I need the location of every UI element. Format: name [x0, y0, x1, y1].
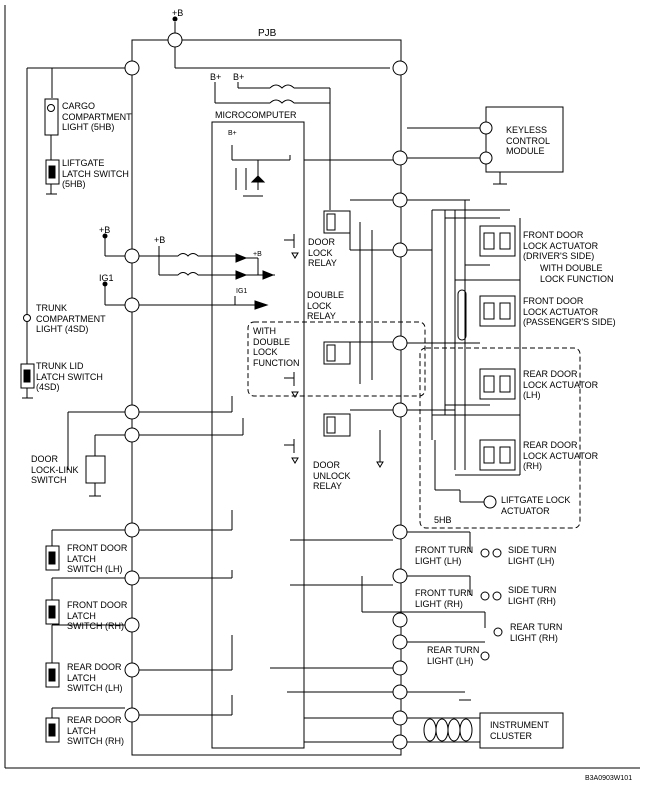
actuator-front-driver	[479, 225, 516, 257]
gnd-double	[291, 391, 299, 398]
side-turn-lh-label: SIDE TURN LIGHT (LH)	[508, 545, 557, 566]
keyless-connector-1	[479, 121, 493, 135]
gnd-relay	[376, 461, 384, 468]
bplus-label-2: B+	[233, 72, 245, 82]
front-actuator-passenger-label: FRONT DOOR LOCK ACTUATOR (PASSENGER'S SI…	[523, 296, 616, 327]
turn-bulbs	[480, 548, 503, 661]
rear-turn-lh-label: REAR TURN LIGHT (LH)	[427, 645, 480, 666]
pjb-right-connectors	[392, 60, 408, 750]
arrow-2	[254, 300, 269, 310]
keyless-module-box	[485, 106, 564, 173]
front-latch-rh-label: FRONT DOOR LATCH SWITCH (RH)	[67, 600, 128, 631]
rear-actuator-rh-label: REAR DOOR LOCK ACTUATOR (RH)	[523, 440, 599, 471]
double-lock-pill	[457, 289, 467, 341]
rear-actuator-lh-label: REAR DOOR LOCK ACTUATOR (LH)	[523, 369, 599, 400]
trunk-lid-label: TRUNK LID LATCH SWITCH (4SD)	[36, 361, 103, 392]
door-lock-relay-coil	[326, 213, 336, 231]
gnd-lock	[291, 252, 299, 259]
diode-2	[235, 270, 248, 280]
liftgate-actuator-label: LIFTGATE LOCK ACTUATOR	[501, 495, 571, 516]
ig1-inner-label: IG1	[236, 288, 248, 295]
double-lock-frame	[247, 321, 426, 397]
top-supply-label: +B	[172, 8, 184, 18]
liftgate-latch-label: LIFTGATE LATCH SWITCH (5HB)	[62, 158, 129, 189]
door-unlock-relay-label: DOOR UNLOCK RELAY	[313, 460, 351, 491]
door-lock-relay-label: DOOR LOCK RELAY	[308, 237, 337, 268]
liftgate-latch-contact	[48, 165, 56, 179]
pullups-mid	[139, 396, 244, 436]
diagram-code: B3A0903W101	[585, 775, 633, 782]
cargo-light-label: CARGO COMPARTMENT LIGHT (5HB)	[62, 101, 132, 132]
plus-b-label: +B	[99, 225, 111, 235]
gnd-unlock	[291, 457, 299, 464]
front-actuator-driver-label: FRONT DOOR LOCK ACTUATOR (DRIVER'S SIDE)	[523, 230, 599, 261]
plus-b-inner-label: +B	[154, 235, 166, 245]
liftgate-motor	[483, 495, 497, 509]
pullups-low	[139, 510, 233, 716]
fuse-bplus-1	[269, 99, 295, 104]
door-lock-relay-box	[323, 210, 351, 234]
rear-latch-rh-label: REAR DOOR LATCH SWITCH (RH)	[67, 715, 124, 746]
actuator-front-passenger	[479, 295, 516, 327]
fhb-tag: 5HB	[434, 515, 452, 525]
microcomputer-title: MICROCOMPUTER	[215, 110, 297, 120]
pjb-connector-top	[167, 32, 183, 48]
front-turn-lh-label: FRONT TURN LIGHT (LH)	[415, 545, 474, 566]
actuator-rear-rh	[479, 439, 516, 471]
double-lock-function-label: WITH DOUBLE LOCK FUNCTION	[540, 263, 614, 284]
link-switch-body	[85, 455, 106, 484]
bplus-label-3: B+	[228, 130, 237, 137]
bplus-label-1: B+	[210, 72, 222, 82]
top-supply-terminal	[172, 16, 178, 22]
cargo-light-bulb	[47, 104, 55, 112]
door-unlock-relay-box	[323, 413, 351, 437]
rear-latch-lh-label: REAR DOOR LATCH SWITCH (LH)	[67, 662, 123, 693]
double-lock-relay-box	[323, 341, 351, 365]
with-double-lock-label: WITH DOUBLE LOCK FUNCTION	[253, 326, 300, 368]
latch-contacts	[48, 551, 56, 737]
arrow-1	[262, 270, 275, 280]
fuse-ig1	[177, 272, 199, 276]
pjb-label: PJB	[258, 28, 277, 39]
trunk-lid-latch-contact	[23, 369, 31, 383]
keyless-connector-2	[479, 151, 493, 165]
mc-zener	[250, 175, 266, 183]
door-unlock-relay-coil	[326, 416, 336, 434]
instrument-cluster-label: INSTRUMENT CLUSTER	[490, 720, 549, 741]
pjb-box	[131, 39, 402, 756]
trunk-light-bulb	[23, 314, 31, 322]
ig1-label: IG1	[99, 273, 114, 283]
side-turn-rh-label: SIDE TURN LIGHT (RH)	[508, 585, 557, 606]
actuator-rear-lh	[479, 368, 516, 400]
double-lock-relay-label: DOUBLE LOCK RELAY	[307, 290, 345, 321]
fuse-bplus-2	[269, 84, 295, 89]
trunk-light-label: TRUNK COMPARTMENT LIGHT (4SD)	[36, 303, 106, 334]
rear-turn-rh-label: REAR TURN LIGHT (RH)	[510, 622, 563, 643]
diode-1	[235, 253, 248, 263]
fuse-plus-b	[177, 253, 199, 257]
twisted-pair	[423, 718, 473, 742]
plus-b-micro-label: +B	[253, 251, 262, 258]
instrument-cluster-box	[479, 712, 564, 749]
turn-light-wiring	[290, 531, 486, 643]
front-latch-lh-label: FRONT DOOR LATCH SWITCH (LH)	[67, 543, 128, 574]
liftgate-frame	[419, 347, 581, 529]
latch-wires	[51, 529, 125, 718]
pjb-left-connectors	[124, 60, 140, 723]
front-turn-rh-label: FRONT TURN LIGHT (RH)	[415, 588, 474, 609]
double-lock-relay-coil	[326, 344, 336, 362]
door-link-label: DOOR LOCK-LINK SWITCH	[31, 454, 79, 485]
keyless-module-title: KEYLESS CONTROL MODULE	[506, 125, 551, 156]
